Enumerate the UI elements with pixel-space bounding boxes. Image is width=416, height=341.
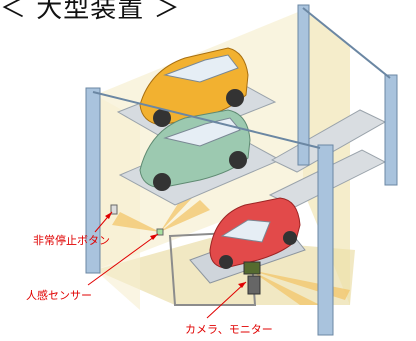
camera-monitor-device (243, 261, 261, 295)
callout-line-motion-sensor (87, 233, 159, 286)
label-camera-monitor: カメラ、モニター (185, 323, 273, 336)
car-bottom (209, 197, 301, 269)
car-middle (139, 109, 251, 191)
pillar-back (297, 4, 310, 166)
callout-line-camera (206, 281, 247, 319)
pillar-back-right (384, 74, 398, 186)
left-wall (95, 95, 140, 310)
emergency-stop-button (110, 204, 118, 215)
label-motion-sensor: 人感センサー (26, 289, 92, 302)
motion-sensor (156, 228, 164, 236)
diagram-title: ＜ 大型装置 ＞ (0, 0, 181, 24)
car-top (139, 47, 249, 127)
pillar-front-left (85, 87, 101, 274)
label-emergency-stop: 非常停止ボタン (33, 234, 110, 247)
pillar-front-right (317, 144, 334, 336)
